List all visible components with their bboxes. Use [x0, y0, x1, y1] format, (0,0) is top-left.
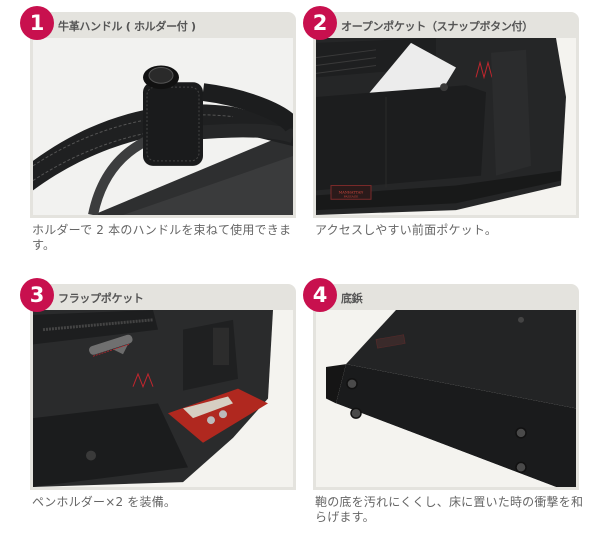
feature-caption: ペンホルダー×2 を装備。: [32, 495, 177, 509]
panel-title: フラップポケット: [58, 292, 144, 305]
panel-title: オープンポケット（スナップボタン付）: [341, 20, 533, 33]
photo-frame: [30, 310, 296, 490]
open-pocket-photo: MANHATTAN PASSAGE: [316, 38, 576, 215]
number-badge: 4: [303, 278, 337, 312]
photo-frame: MANHATTAN PASSAGE: [313, 38, 579, 218]
feature-caption: 鞄の底を汚れにくくし、床に置いた時の衝撃を和らげます。: [315, 495, 584, 524]
flap-pocket-photo: [33, 310, 293, 487]
panel-header: 底鋲: [313, 284, 579, 310]
photo-frame: [30, 38, 296, 218]
number-badge: 3: [20, 278, 54, 312]
panel-header: 牛革ハンドル ( ホルダー付 ): [30, 12, 296, 38]
panel-title: 底鋲: [341, 292, 363, 305]
panel-title: 牛革ハンドル ( ホルダー付 ): [58, 20, 196, 33]
bottom-stud-icons: [346, 378, 527, 473]
photo-frame: [313, 310, 579, 490]
brand-label: MANHATTAN: [339, 190, 364, 194]
panel-header: フラップポケット: [30, 284, 296, 310]
svg-text:PASSAGE: PASSAGE: [344, 194, 359, 198]
number-badge: 2: [303, 6, 337, 40]
feature-caption: ホルダーで 2 本のハンドルを束ねて使用できます。: [32, 223, 292, 252]
bottom-studs-photo: [316, 310, 576, 487]
feature-caption: アクセスしやすい前面ポケット。: [315, 223, 498, 237]
panel-header: オープンポケット（スナップボタン付）: [313, 12, 579, 38]
leather-handle-photo: [33, 38, 293, 215]
number-badge: 1: [20, 6, 54, 40]
